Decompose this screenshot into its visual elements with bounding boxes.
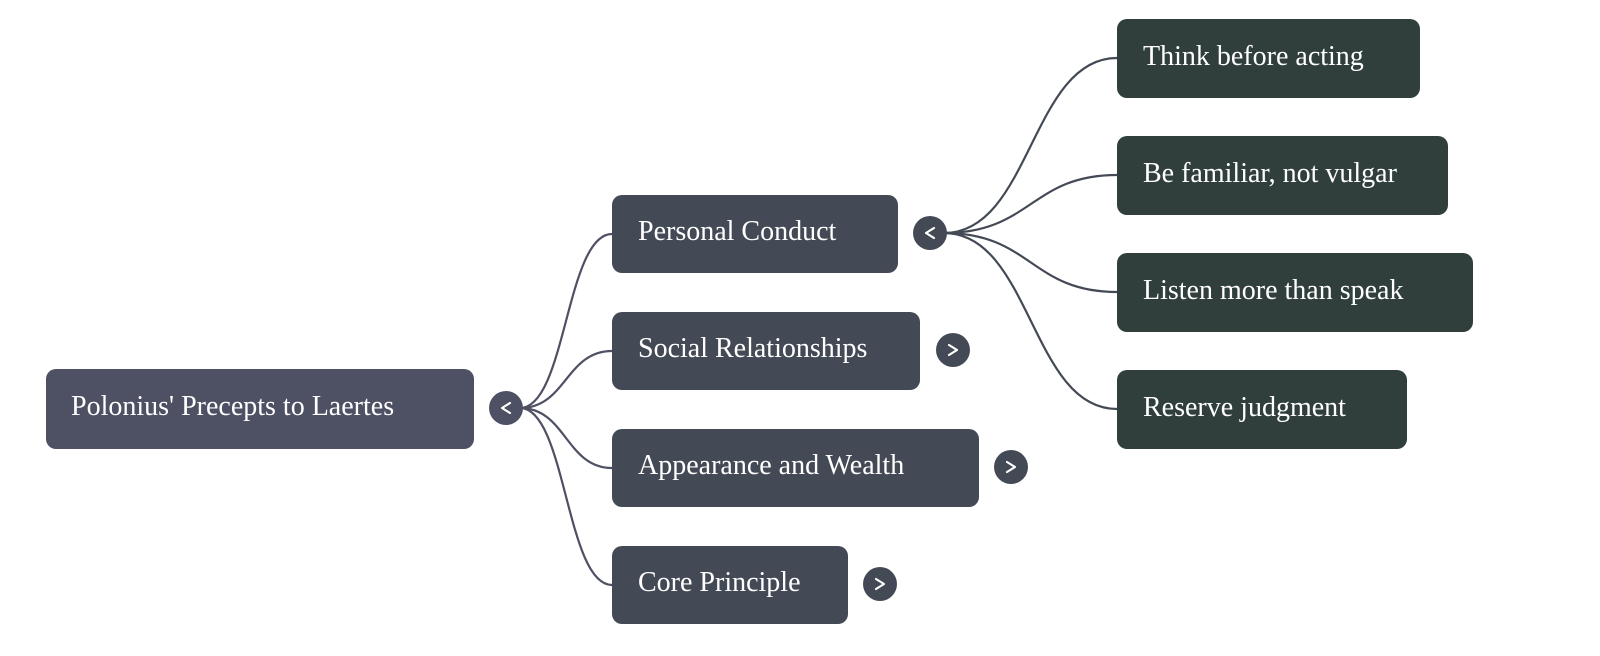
node-label: Reserve judgment [1143,391,1346,423]
node-appearance-and-wealth[interactable]: Appearance and Wealth [612,429,979,507]
node-think-before-acting[interactable]: Think before acting [1117,19,1420,98]
root-collapse-button[interactable] [489,391,523,425]
node-label: Listen more than speak [1143,274,1404,306]
node-social-relationships[interactable]: Social Relationships [612,312,920,390]
node-core-principle[interactable]: Core Principle [612,546,848,624]
connector-personal-conduct-to-think-before-acting [943,56,1118,235]
node-label: Think before acting [1143,40,1364,72]
chevron-left-icon [924,226,936,240]
node-listen-more-than-speak[interactable]: Listen more than speak [1117,253,1473,332]
core-principle-expand-button[interactable] [863,567,897,601]
root-node-label: Polonius' Precepts to Laertes [71,391,395,422]
connector-root-to-core-principle [519,406,613,587]
connector-root-to-social-relationships [519,349,613,410]
chevron-right-icon [947,343,959,357]
personal-conduct-collapse-button[interactable] [913,216,947,250]
node-label: Appearance and Wealth [638,450,905,481]
chevron-left-icon [500,401,512,415]
social-relationships-expand-button[interactable] [936,333,970,367]
connector-personal-conduct-to-be-familiar [943,173,1118,235]
node-label: Personal Conduct [638,216,837,247]
connector-root-to-personal-conduct [519,232,613,410]
node-be-familiar-not-vulgar[interactable]: Be familiar, not vulgar [1117,136,1448,215]
root-node[interactable]: Polonius' Precepts to Laertes [46,369,474,449]
chevron-right-icon [1005,460,1017,474]
node-label: Core Principle [638,567,801,598]
appearance-and-wealth-expand-button[interactable] [994,450,1028,484]
node-label: Social Relationships [638,333,868,364]
chevron-right-icon [874,577,886,591]
connector-personal-conduct-to-reserve-judgment [943,231,1118,411]
connector-root-to-appearance-and-wealth [519,406,613,470]
node-personal-conduct[interactable]: Personal Conduct [612,195,898,273]
connector-personal-conduct-to-listen-more [943,231,1118,294]
node-label: Be familiar, not vulgar [1143,157,1397,189]
node-reserve-judgment[interactable]: Reserve judgment [1117,370,1407,449]
